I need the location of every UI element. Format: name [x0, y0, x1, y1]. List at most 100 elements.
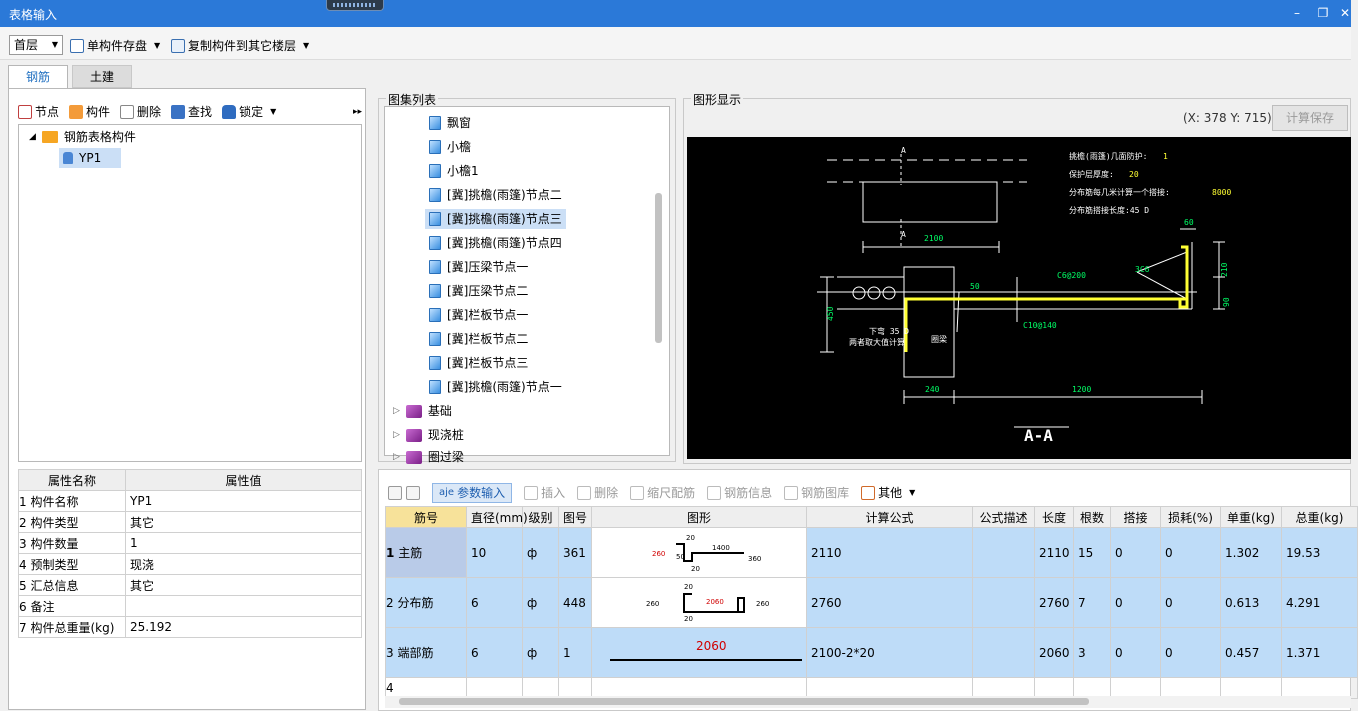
col-header[interactable]: 筋号	[385, 506, 467, 528]
move-up-icon[interactable]	[388, 486, 402, 500]
rebar-total-weight[interactable]: 4.291	[1281, 577, 1358, 628]
list-item[interactable]: [冀]挑檐(雨篷)节点二	[429, 185, 562, 205]
tree-group-foundation[interactable]: ▷基础	[393, 401, 452, 421]
delete-row-button[interactable]: 删除	[577, 485, 618, 501]
rebar-total-weight[interactable]: 1.371	[1281, 627, 1358, 678]
list-item[interactable]: [冀]挑檐(雨篷)节点一	[429, 377, 562, 397]
insert-button[interactable]: 插入	[524, 485, 565, 501]
col-header[interactable]: 图形	[591, 506, 807, 528]
prop-value[interactable]: 25.192	[125, 616, 362, 638]
floor-select[interactable]: 首层▼	[9, 35, 63, 55]
col-header[interactable]: 根数	[1073, 506, 1111, 528]
col-header[interactable]: 总重(kg)	[1281, 506, 1358, 528]
rebar-formula[interactable]: 2100-2*20	[806, 627, 973, 678]
rebar-count[interactable]: 3	[1073, 627, 1111, 678]
find-button[interactable]: 查找	[171, 104, 212, 120]
list-item[interactable]: [冀]栏板节点三	[429, 353, 528, 373]
rebar-total-weight[interactable]: 19.53	[1281, 527, 1358, 578]
rebar-name[interactable]: 主筋	[398, 546, 423, 560]
rebar-name[interactable]: 分布筋	[397, 596, 434, 610]
rebar-length[interactable]: 2760	[1034, 577, 1074, 628]
prop-value[interactable]: YP1	[125, 490, 362, 512]
rebar-shape[interactable]: 260 20 2060 260 20	[591, 577, 807, 628]
prop-value[interactable]: 其它	[125, 574, 362, 596]
list-item-selected[interactable]: [冀]挑檐(雨篷)节点三	[425, 209, 566, 229]
tree-root[interactable]: ◢ 钢筋表格构件	[29, 127, 136, 147]
list-item[interactable]: 小檐	[429, 137, 471, 157]
rebar-name[interactable]: 端部筋	[397, 646, 434, 660]
table-row[interactable]: 6 备注	[18, 595, 362, 617]
rebar-count[interactable]: 7	[1073, 577, 1111, 628]
rebar-shape[interactable]: 260 20 50 1400 360 20	[591, 527, 807, 578]
rebar-length[interactable]: 2060	[1034, 627, 1074, 678]
rebar-grade[interactable]: ф	[522, 577, 559, 628]
rebar-unit-weight[interactable]: 0.457	[1220, 627, 1282, 678]
add-component-button[interactable]: 构件	[69, 104, 110, 120]
close-button[interactable]: ✕	[1339, 6, 1351, 20]
tree-item-yp1[interactable]: YP1	[59, 148, 122, 168]
table-row[interactable]: 2 分布筋 6 ф 448 260 20 2060 260 20 2760 27…	[385, 577, 1358, 628]
other-button[interactable]: 其他▼	[861, 485, 915, 501]
move-down-icon[interactable]	[406, 486, 420, 500]
add-node-button[interactable]: 节点	[18, 104, 59, 120]
toolbar-overflow-icon[interactable]: ▸▸	[352, 107, 362, 117]
horizontal-scrollbar[interactable]	[385, 696, 1351, 708]
rebar-figure-no[interactable]: 1	[558, 627, 592, 678]
rebar-loss[interactable]: 0	[1160, 527, 1221, 578]
rebar-loss[interactable]: 0	[1160, 577, 1221, 628]
rebar-diameter[interactable]: 10	[466, 527, 523, 578]
scale-rebar-button[interactable]: 缩尺配筋	[630, 485, 695, 501]
rebar-unit-weight[interactable]: 0.613	[1220, 577, 1282, 628]
rebar-info-button[interactable]: 钢筋信息	[707, 485, 772, 501]
rebar-diameter[interactable]: 6	[466, 627, 523, 678]
col-header[interactable]: 损耗(%)	[1160, 506, 1221, 528]
save-single-button[interactable]: 单构件存盘▼	[70, 38, 160, 54]
table-row[interactable]: 4 预制类型现浇	[18, 553, 362, 575]
minimize-button[interactable]: –	[1294, 6, 1300, 20]
tree-group-pile[interactable]: ▷现浇桩	[393, 425, 464, 445]
rebar-lib-button[interactable]: 钢筋图库	[784, 485, 849, 501]
rebar-grade[interactable]: ф	[522, 527, 559, 578]
list-item[interactable]: [冀]压梁节点一	[429, 257, 528, 277]
rebar-formula[interactable]: 2110	[806, 527, 973, 578]
col-header[interactable]: 单重(kg)	[1220, 506, 1282, 528]
tree-group-ringbeam[interactable]: ▷圈过梁	[393, 447, 464, 467]
col-header[interactable]: 图号	[558, 506, 592, 528]
delete-component-button[interactable]: 删除	[120, 104, 161, 120]
calc-save-button[interactable]: 计算保存	[1272, 105, 1348, 131]
col-header[interactable]: 搭接	[1110, 506, 1161, 528]
table-row[interactable]: 3 端部筋 6 ф 1 2060 2100-2*20 2060 3 0 0 0.…	[385, 627, 1358, 678]
list-item[interactable]: 飘窗	[429, 113, 471, 133]
table-row[interactable]: 5 汇总信息其它	[18, 574, 362, 596]
list-item[interactable]: 小檐1	[429, 161, 479, 181]
prop-value[interactable]: 其它	[125, 511, 362, 533]
rebar-formula-desc[interactable]	[972, 577, 1035, 628]
scrollbar-thumb[interactable]	[399, 698, 1089, 705]
prop-value[interactable]: 现浇	[125, 553, 362, 575]
dock-grip[interactable]	[326, 0, 384, 11]
table-row[interactable]: 4	[385, 677, 1358, 699]
tab-civil[interactable]: 土建	[72, 65, 132, 88]
rebar-formula-desc[interactable]	[972, 527, 1035, 578]
list-item[interactable]: [冀]压梁节点二	[429, 281, 528, 301]
rebar-formula-desc[interactable]	[972, 627, 1035, 678]
rebar-figure-no[interactable]: 448	[558, 577, 592, 628]
scrollbar-thumb[interactable]	[655, 193, 662, 343]
col-header[interactable]: 级别	[522, 506, 559, 528]
rebar-unit-weight[interactable]: 1.302	[1220, 527, 1282, 578]
col-header[interactable]: 长度	[1034, 506, 1074, 528]
rebar-count[interactable]: 15	[1073, 527, 1111, 578]
rebar-grade[interactable]: ф	[522, 627, 559, 678]
rebar-formula[interactable]: 2760	[806, 577, 973, 628]
col-header[interactable]: 直径(mm)	[466, 506, 528, 528]
lock-button[interactable]: 锁定▼	[222, 104, 276, 120]
restore-button[interactable]: ❐	[1317, 6, 1329, 20]
tab-rebar[interactable]: 钢筋	[8, 65, 68, 88]
rebar-lap[interactable]: 0	[1110, 527, 1161, 578]
table-row[interactable]: 2 构件类型其它	[18, 511, 362, 533]
prop-value[interactable]	[125, 595, 362, 617]
list-item[interactable]: [冀]栏板节点二	[429, 329, 528, 349]
